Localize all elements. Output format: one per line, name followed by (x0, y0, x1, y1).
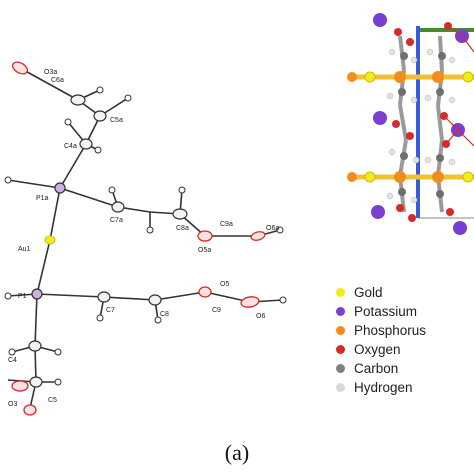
atom-label: C4 (8, 357, 17, 364)
legend-label: Hydrogen (354, 380, 413, 395)
atom-label: O3a (44, 69, 57, 76)
atom-label: O5 (220, 281, 229, 288)
atom-label: C8a (176, 225, 189, 232)
carbon-color-swatch (336, 364, 345, 373)
atom-label: O5a (198, 247, 211, 254)
legend-item-gold: Gold (334, 283, 474, 302)
atom-label: O6 (256, 313, 265, 320)
atom-label: O6a (266, 225, 279, 232)
legend-label: Gold (354, 285, 383, 300)
atom-label: C5 (48, 397, 57, 404)
atom-label: C5a (110, 117, 123, 124)
legend-label: Potassium (354, 304, 418, 319)
legend-label: Carbon (354, 361, 399, 376)
potassium-color-swatch (336, 307, 345, 316)
hydrogen-atoms (4, 86, 287, 386)
oxygen-color-swatch (336, 345, 345, 354)
hydrogen-color-swatch (336, 383, 345, 392)
atom-label: C4a (64, 143, 77, 150)
legend-label: Phosphorus (354, 323, 427, 338)
legend-label: Oxygen (354, 342, 401, 357)
legend-item-phosphorus: Phosphorus (334, 321, 474, 340)
ortep-atoms (11, 61, 266, 416)
crystal-packing (347, 13, 474, 235)
gold-color-swatch (336, 288, 345, 297)
legend-item-oxygen: Oxygen (334, 340, 474, 359)
legend-item-hydrogen: Hydrogen (334, 378, 474, 397)
atom-label: O3 (8, 401, 17, 408)
atom-label: Au1 (18, 246, 31, 253)
legend-item-potassium: Potassium (334, 302, 474, 321)
figure-caption: (a) (224, 440, 250, 465)
element-legend: Gold Potassium Phosphorus Oxygen Carbon … (334, 283, 474, 397)
atom-label: C6a (51, 77, 64, 84)
atom-label: C7a (110, 217, 123, 224)
atom-label: C8 (160, 311, 169, 318)
atom-label: P1 (18, 293, 27, 300)
atom-label: C9a (220, 221, 233, 228)
atom-label: P1a (36, 195, 49, 202)
atom-label: C7 (106, 307, 115, 314)
atom-label: C9 (212, 307, 221, 314)
legend-item-carbon: Carbon (334, 359, 474, 378)
phosphorus-color-swatch (336, 326, 345, 335)
atom-labels: O3a C6a C5a C4a P1a C7a C8a C9a O6a O5a … (8, 69, 279, 408)
